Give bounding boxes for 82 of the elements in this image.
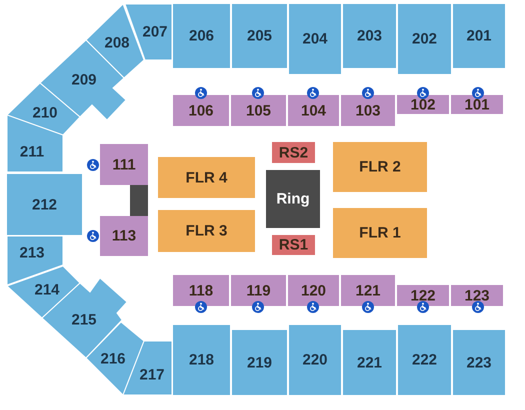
section-label: 218 bbox=[188, 352, 214, 368]
section-label: 123 bbox=[464, 287, 490, 304]
section-label: 111 bbox=[112, 156, 136, 173]
section-label: 208 bbox=[104, 34, 130, 52]
section-label: FLR 3 bbox=[186, 222, 228, 240]
section-label: 221 bbox=[356, 354, 382, 371]
seating-section bbox=[173, 4, 230, 68]
section-label: 119 bbox=[246, 282, 271, 299]
section-label: 105 bbox=[246, 102, 272, 119]
section-label: 102 bbox=[410, 96, 436, 113]
section-label: 201 bbox=[466, 28, 492, 44]
section-label: FLR 1 bbox=[359, 224, 401, 242]
section-label: 101 bbox=[464, 96, 490, 113]
seating-section bbox=[173, 275, 229, 306]
seating-section bbox=[343, 330, 396, 395]
section-label: 103 bbox=[355, 102, 381, 119]
seating-section bbox=[451, 95, 503, 114]
seating-section bbox=[453, 4, 505, 68]
section-label: RS2 bbox=[278, 144, 308, 161]
section-label: 216 bbox=[100, 350, 126, 368]
seating-section bbox=[272, 235, 315, 255]
section-label: 207 bbox=[142, 24, 168, 40]
seating-section bbox=[333, 208, 427, 258]
seating-section bbox=[231, 95, 286, 126]
seating-section bbox=[397, 285, 449, 306]
section-label: 223 bbox=[466, 354, 492, 371]
section-label: 215 bbox=[71, 312, 97, 328]
seating-section bbox=[7, 83, 80, 135]
seating-section bbox=[231, 275, 286, 306]
section-label: 121 bbox=[355, 282, 381, 299]
seating-section bbox=[453, 330, 505, 395]
section-label: 222 bbox=[412, 352, 438, 368]
section-label: 106 bbox=[188, 102, 214, 119]
seating-section bbox=[272, 142, 315, 163]
seating-section bbox=[7, 174, 82, 235]
section-label: 217 bbox=[139, 366, 165, 384]
seating-section bbox=[289, 325, 341, 395]
seating-section bbox=[173, 325, 230, 395]
seating-section bbox=[289, 4, 341, 74]
section-label: 104 bbox=[300, 102, 326, 119]
seating-section bbox=[341, 95, 395, 126]
section-label: 113 bbox=[112, 228, 136, 244]
section-label: 202 bbox=[412, 30, 438, 48]
section-label: 213 bbox=[19, 244, 45, 262]
section-label: Ring bbox=[276, 190, 310, 208]
section-label: 205 bbox=[246, 28, 272, 44]
section-label: 206 bbox=[188, 28, 214, 44]
ring-area bbox=[266, 170, 320, 228]
section-label: 220 bbox=[302, 352, 328, 368]
section-label: FLR 2 bbox=[359, 158, 401, 176]
section-label: RS1 bbox=[278, 236, 308, 254]
seating-section bbox=[288, 275, 339, 306]
section-label: 204 bbox=[302, 30, 328, 48]
seating-section bbox=[100, 216, 148, 256]
seating-section bbox=[158, 210, 255, 252]
seating-section bbox=[451, 285, 503, 306]
seating-section bbox=[333, 142, 427, 192]
seating-section bbox=[173, 95, 229, 126]
seating-section bbox=[7, 236, 63, 285]
seating-section bbox=[232, 330, 287, 395]
seating-section bbox=[343, 4, 396, 68]
section-label: 219 bbox=[246, 354, 272, 371]
section-label: 118 bbox=[188, 282, 214, 299]
seating-section bbox=[397, 95, 449, 114]
section-label: 212 bbox=[32, 196, 58, 213]
seating-section bbox=[341, 275, 395, 306]
seating-section bbox=[398, 4, 451, 74]
section-label: 214 bbox=[34, 282, 60, 298]
stage-block bbox=[130, 185, 148, 216]
seating-section bbox=[398, 325, 451, 395]
seating-section bbox=[158, 157, 255, 198]
seating-section bbox=[100, 144, 148, 185]
section-label: 211 bbox=[20, 144, 44, 160]
section-label: 120 bbox=[300, 282, 326, 299]
section-label: 122 bbox=[410, 287, 436, 304]
section-label: FLR 4 bbox=[186, 169, 228, 186]
section-label: 209 bbox=[71, 72, 97, 88]
seating-section bbox=[232, 4, 287, 68]
section-label: 203 bbox=[356, 28, 382, 44]
section-label: 210 bbox=[32, 104, 58, 122]
seating-section bbox=[123, 341, 172, 395]
seating-section bbox=[288, 95, 339, 126]
